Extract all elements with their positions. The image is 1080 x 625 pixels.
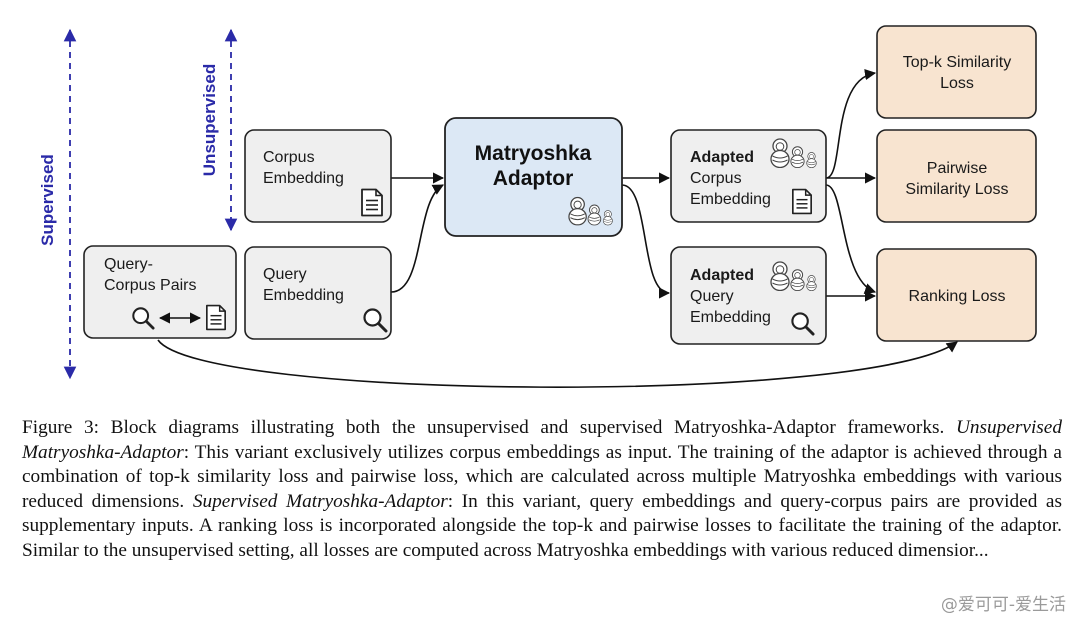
ranking-loss-box: Ranking Loss bbox=[876, 248, 1037, 342]
adapted-query-line-2: Embedding bbox=[690, 309, 771, 326]
query-line-1: Query bbox=[263, 266, 307, 283]
pairwise-line-1: Pairwise bbox=[927, 160, 988, 177]
ranking-line-1: Ranking Loss bbox=[909, 288, 1006, 305]
caption-supervised-text: : In this variant, query embeddings and … bbox=[22, 490, 1062, 561]
adapted-corpus-to-topk-arrow bbox=[825, 69, 877, 179]
adaptor-line-2: Adaptor bbox=[493, 167, 574, 190]
caption-figure-label: Figure 3: Block diagrams illustrating bo… bbox=[22, 417, 945, 438]
pairwise-line-2: Similarity Loss bbox=[905, 181, 1008, 198]
adapted-query-bold: Adapted bbox=[690, 267, 754, 284]
query-line-2: Embedding bbox=[263, 287, 344, 304]
pairs-line-1: Query- bbox=[104, 256, 153, 273]
corpus-line-1: Corpus bbox=[263, 149, 315, 166]
svg-text:Query-Corpus Pairs: Query- Corpus Pairs bbox=[104, 256, 196, 294]
adaptor-line-1: Matryoshka bbox=[475, 142, 592, 165]
figure-caption: Figure 3: Block diagrams illustrating bo… bbox=[22, 416, 1062, 564]
caption-unsupervised-text: : This variant exclusively utilizes corp… bbox=[22, 441, 1062, 512]
adapted-query-line-1: Query bbox=[690, 288, 734, 305]
corpus-line-2: Embedding bbox=[263, 170, 344, 187]
query-to-adaptor-arrow bbox=[390, 184, 444, 293]
adapted-corpus-line-1: Corpus bbox=[690, 170, 742, 187]
topk-line-1: Top-k Similarity bbox=[903, 54, 1011, 71]
caption-supervised-title: Supervised Matryoshka-Adaptor bbox=[192, 490, 448, 512]
query-corpus-pairs-box: Query- Corpus Pairs bbox=[83, 245, 237, 339]
unsupervised-label: Unsupervised bbox=[200, 64, 219, 176]
svg-text:Ranking Loss: Ranking Loss bbox=[909, 288, 1006, 305]
document-icon bbox=[205, 304, 227, 331]
adapted-corpus-bold: Adapted bbox=[690, 149, 754, 166]
adaptor-to-adapted-query-arrow bbox=[621, 184, 671, 299]
pairs-line-2: Corpus Pairs bbox=[104, 277, 196, 294]
framework-diagram: Supervised Unsupervised Query- Corpus Pai… bbox=[38, 25, 1037, 388]
caption-unsupervised-title: Unsupervised Matryoshka-Adaptor bbox=[22, 417, 1062, 463]
document-icon bbox=[791, 188, 813, 215]
watermark: @爱可可-爱生活 bbox=[940, 595, 1066, 615]
topk-line-2: Loss bbox=[940, 75, 974, 92]
adapted-corpus-line-2: Embedding bbox=[690, 191, 771, 208]
supervised-label: Supervised bbox=[38, 154, 57, 246]
pairs-to-ranking-arrow bbox=[157, 339, 958, 388]
document-icon bbox=[361, 188, 383, 217]
adapted-corpus-to-ranking-arrow bbox=[825, 184, 877, 295]
